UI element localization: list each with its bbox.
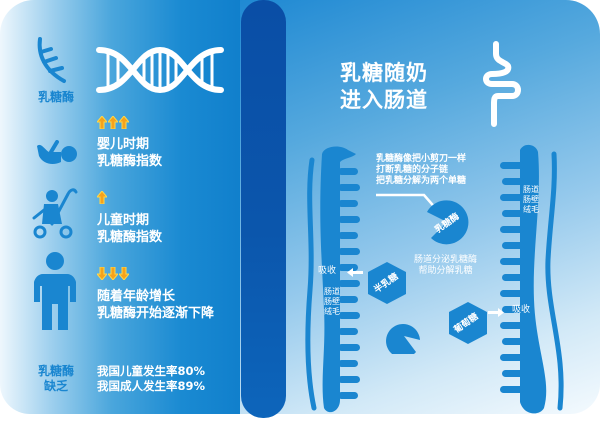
adult-arrows [97, 267, 129, 280]
arrow-down-icon [97, 267, 107, 280]
enzyme-note: 乳糖酶像把小剪刀一样 打断乳糖的分子链 把乳糖分解为两个单糖 [376, 154, 467, 186]
right-absorb-label: 吸收 [512, 305, 531, 315]
right-wall-labels: 肠道 肠壁 绒毛 [523, 185, 539, 214]
arrow-up-icon [97, 116, 107, 129]
enzyme-chain-icon [37, 37, 66, 83]
divider-bar [241, 0, 286, 418]
secretion-note: 肠道分泌乳糖酶 帮助分解乳糖 [414, 255, 478, 276]
dna-icon [96, 46, 224, 94]
left-intestinal-wall [305, 146, 360, 413]
left-absorb-label: 吸收 [318, 266, 337, 276]
adult-person-icon [34, 252, 76, 330]
right-arrow-icon [488, 308, 504, 317]
child-text: 儿童时期 乳糖酶指数 [97, 213, 163, 245]
enzyme-label: 乳糖酶 [38, 90, 75, 104]
infant-text: 婴儿时期 乳糖酶指数 [97, 137, 163, 169]
right-panel [240, 0, 600, 414]
arrow-up-icon [108, 116, 118, 129]
small-pacman-enzyme [386, 324, 420, 354]
left-wall-labels: 肠道 肠壁 绒毛 [324, 287, 340, 316]
deficiency-label: 乳糖酶 缺乏 [37, 364, 74, 393]
arrow-up-icon [119, 116, 129, 129]
infant-arrows [97, 116, 129, 129]
baby-icon [37, 140, 77, 164]
arrow-down-icon [108, 267, 118, 280]
galactose-hexagon [368, 262, 406, 304]
left-arrow-icon [347, 268, 363, 277]
deficiency-stats: 我国儿童发生率80% 我国成人发生率89% [97, 364, 206, 393]
glucose-hexagon [449, 302, 487, 344]
section-title: 乳糖随奶 进入肠道 [340, 61, 428, 112]
arrow-up-icon [97, 191, 107, 204]
stroller-icon [32, 188, 78, 239]
child-arrows [97, 191, 107, 204]
arrow-down-icon [119, 267, 129, 280]
adult-text: 随着年龄增长 乳糖酶开始逐渐下降 [97, 289, 215, 321]
right-intestinal-wall [500, 144, 564, 414]
lactase-enzyme-pacman [427, 200, 469, 245]
intestine-icon [483, 41, 521, 127]
